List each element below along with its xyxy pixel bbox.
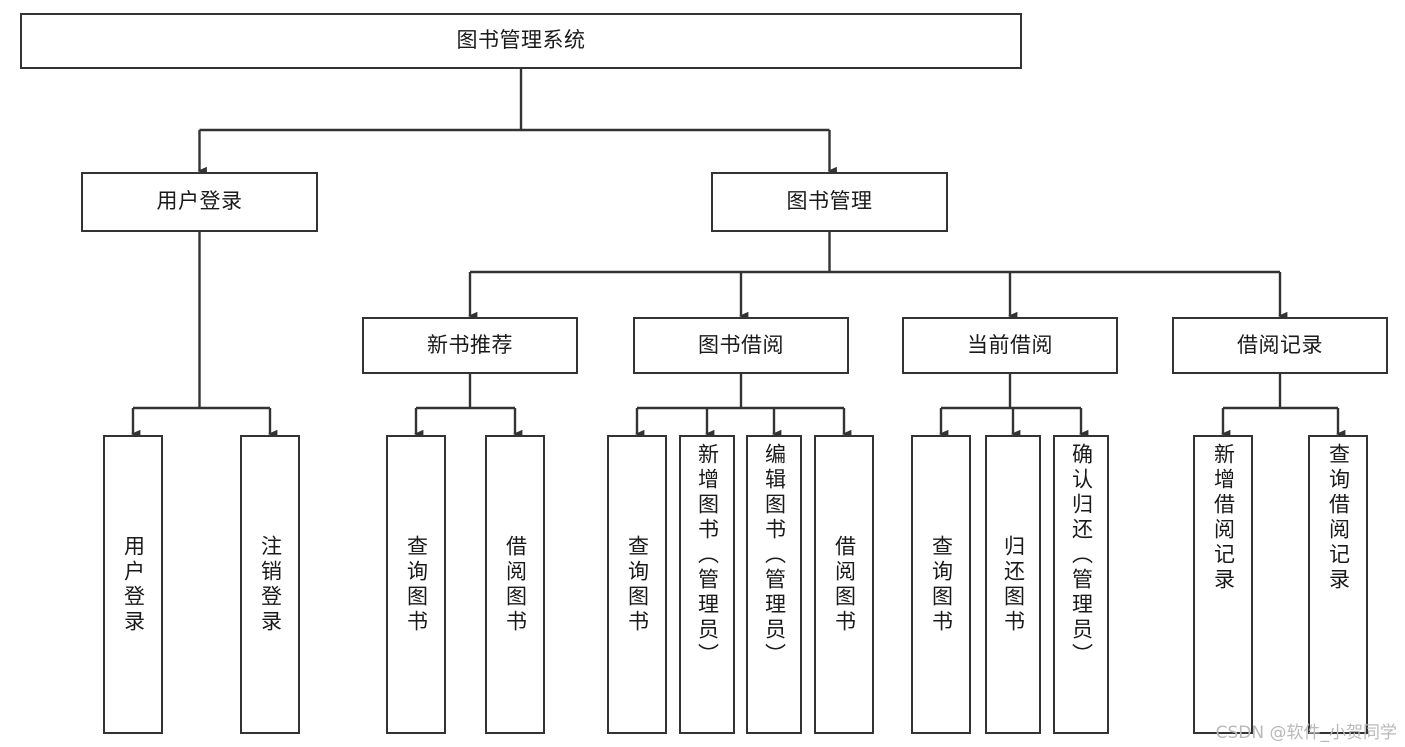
- node-label: 借阅图书: [832, 534, 857, 635]
- node-leaf-query-book-borrow[interactable]: 查询图书: [607, 435, 667, 734]
- node-borrow-record[interactable]: 借阅记录: [1172, 317, 1388, 374]
- node-label: 借阅记录: [1237, 332, 1323, 357]
- node-leaf-confirm-return[interactable]: 确认归还（管理员）: [1053, 435, 1109, 734]
- node-label: 用户登录: [156, 189, 243, 214]
- node-leaf-query-book-recommend[interactable]: 查询图书: [386, 435, 446, 734]
- node-label: 新增借阅记录: [1211, 443, 1236, 593]
- node-leaf-return-book[interactable]: 归还图书: [985, 435, 1041, 734]
- node-label: 查询借阅记录: [1326, 443, 1351, 593]
- node-leaf-borrow-book-recommend[interactable]: 借阅图书: [485, 435, 545, 734]
- node-leaf-add-book[interactable]: 新增图书（管理员）: [679, 435, 735, 734]
- node-label: 图书借阅: [698, 332, 784, 357]
- node-user-login[interactable]: 用户登录: [81, 172, 318, 232]
- node-new-book-recommend[interactable]: 新书推荐: [362, 317, 578, 374]
- watermark-text: CSDN @软件_小贺同学: [1215, 723, 1397, 743]
- node-book-management[interactable]: 图书管理: [711, 172, 948, 232]
- node-leaf-user-login[interactable]: 用户登录: [103, 435, 163, 734]
- node-label: 当前借阅: [967, 332, 1053, 357]
- node-label: 注销登录: [258, 534, 283, 635]
- node-label: 查询图书: [625, 534, 650, 635]
- node-label: 图书管理: [786, 189, 873, 214]
- node-label: 新增图书（管理员）: [695, 443, 720, 668]
- node-leaf-logout[interactable]: 注销登录: [240, 435, 300, 734]
- node-label: 新书推荐: [427, 332, 513, 357]
- node-leaf-query-book-current[interactable]: 查询图书: [911, 435, 971, 734]
- node-leaf-edit-book[interactable]: 编辑图书（管理员）: [746, 435, 802, 734]
- node-label: 确认归还（管理员）: [1069, 443, 1094, 668]
- node-label: 编辑图书（管理员）: [762, 443, 787, 668]
- node-root[interactable]: 图书管理系统: [20, 13, 1022, 69]
- node-current-borrow[interactable]: 当前借阅: [902, 317, 1118, 374]
- node-label: 查询图书: [929, 534, 954, 635]
- node-leaf-borrow-book[interactable]: 借阅图书: [814, 435, 874, 734]
- node-label: 借阅图书: [503, 534, 528, 635]
- node-label: 查询图书: [404, 534, 429, 635]
- node-label: 用户登录: [121, 534, 146, 635]
- node-label: 图书管理系统: [456, 28, 586, 53]
- node-book-borrow[interactable]: 图书借阅: [633, 317, 849, 374]
- node-label: 归还图书: [1001, 534, 1026, 635]
- node-leaf-add-borrow-record[interactable]: 新增借阅记录: [1193, 435, 1253, 734]
- node-leaf-query-borrow-record[interactable]: 查询借阅记录: [1308, 435, 1368, 734]
